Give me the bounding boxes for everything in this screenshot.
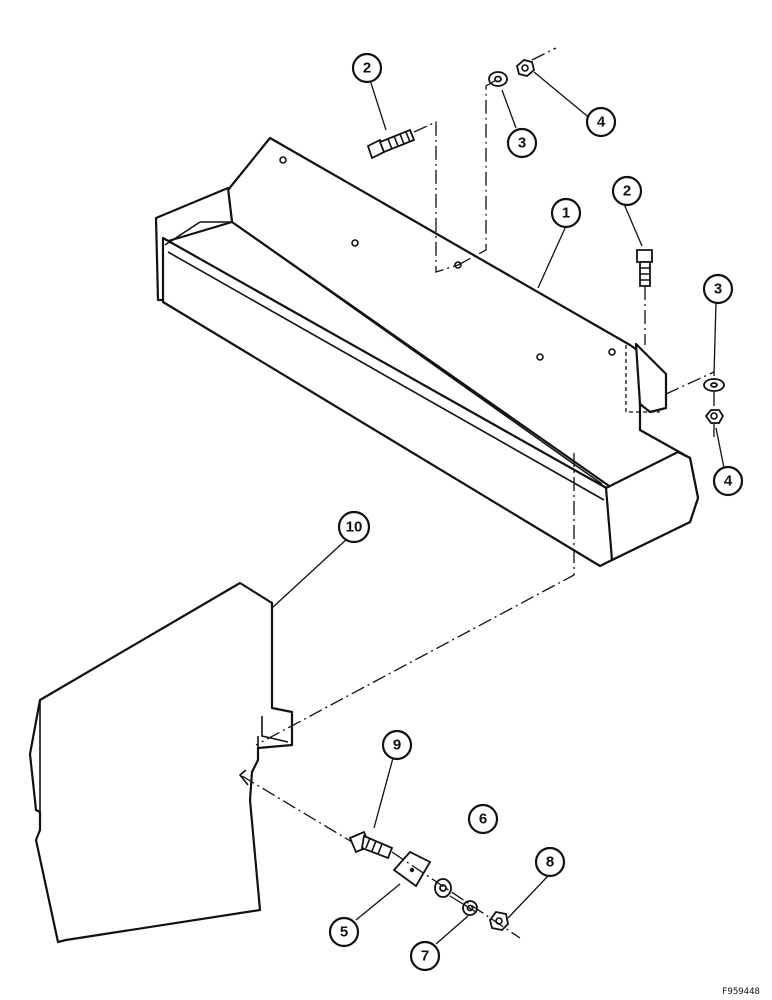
callout-10-label: 10 [346,519,363,536]
callout-2-top: 2 [351,52,383,84]
callout-7-label: 7 [421,948,429,965]
callout-9: 9 [381,729,413,761]
callout-2-right-label: 2 [623,183,631,200]
callout-6-label: 6 [479,811,487,828]
callout-4-right-label: 4 [724,473,733,490]
callout-4-top-label: 4 [597,114,606,131]
callout-1-label: 1 [562,205,570,222]
figure-id: F959448 [722,987,760,997]
washer-3-top [488,71,508,87]
callout-1: 1 [550,197,582,229]
washer-3-right [703,378,725,392]
nut-8 [489,911,509,931]
callout-3-right-label: 3 [714,281,722,298]
cap-screw-2-right [636,249,653,287]
nut-4-top [515,59,536,77]
cap-screw-9 [348,830,394,860]
callout-10: 10 [337,510,371,544]
leader-lines [271,71,725,945]
callout-3-top-label: 3 [518,135,526,152]
callout-4-right: 4 [712,465,744,497]
callout-8: 8 [534,846,566,878]
callout-3-top: 3 [506,127,538,159]
nut-4-right [704,409,725,424]
weight-bracket-part-1 [154,136,700,568]
cap-screw-2-top [366,128,416,160]
callout-2-right: 2 [611,175,643,207]
callout-7: 7 [409,940,441,972]
flat-washer-6 [434,878,452,898]
callout-4-top: 4 [585,106,617,138]
callout-5: 5 [328,916,360,948]
weight-plate-part-10 [28,581,294,944]
callout-9-label: 9 [393,737,401,754]
callout-5-label: 5 [340,924,348,941]
callout-8-label: 8 [546,854,554,871]
callout-2-top-label: 2 [363,60,371,77]
retainer-plate-5 [392,850,432,888]
callout-6: 6 [467,803,499,835]
assembly-lines [241,47,715,939]
callout-3-right: 3 [702,273,734,305]
